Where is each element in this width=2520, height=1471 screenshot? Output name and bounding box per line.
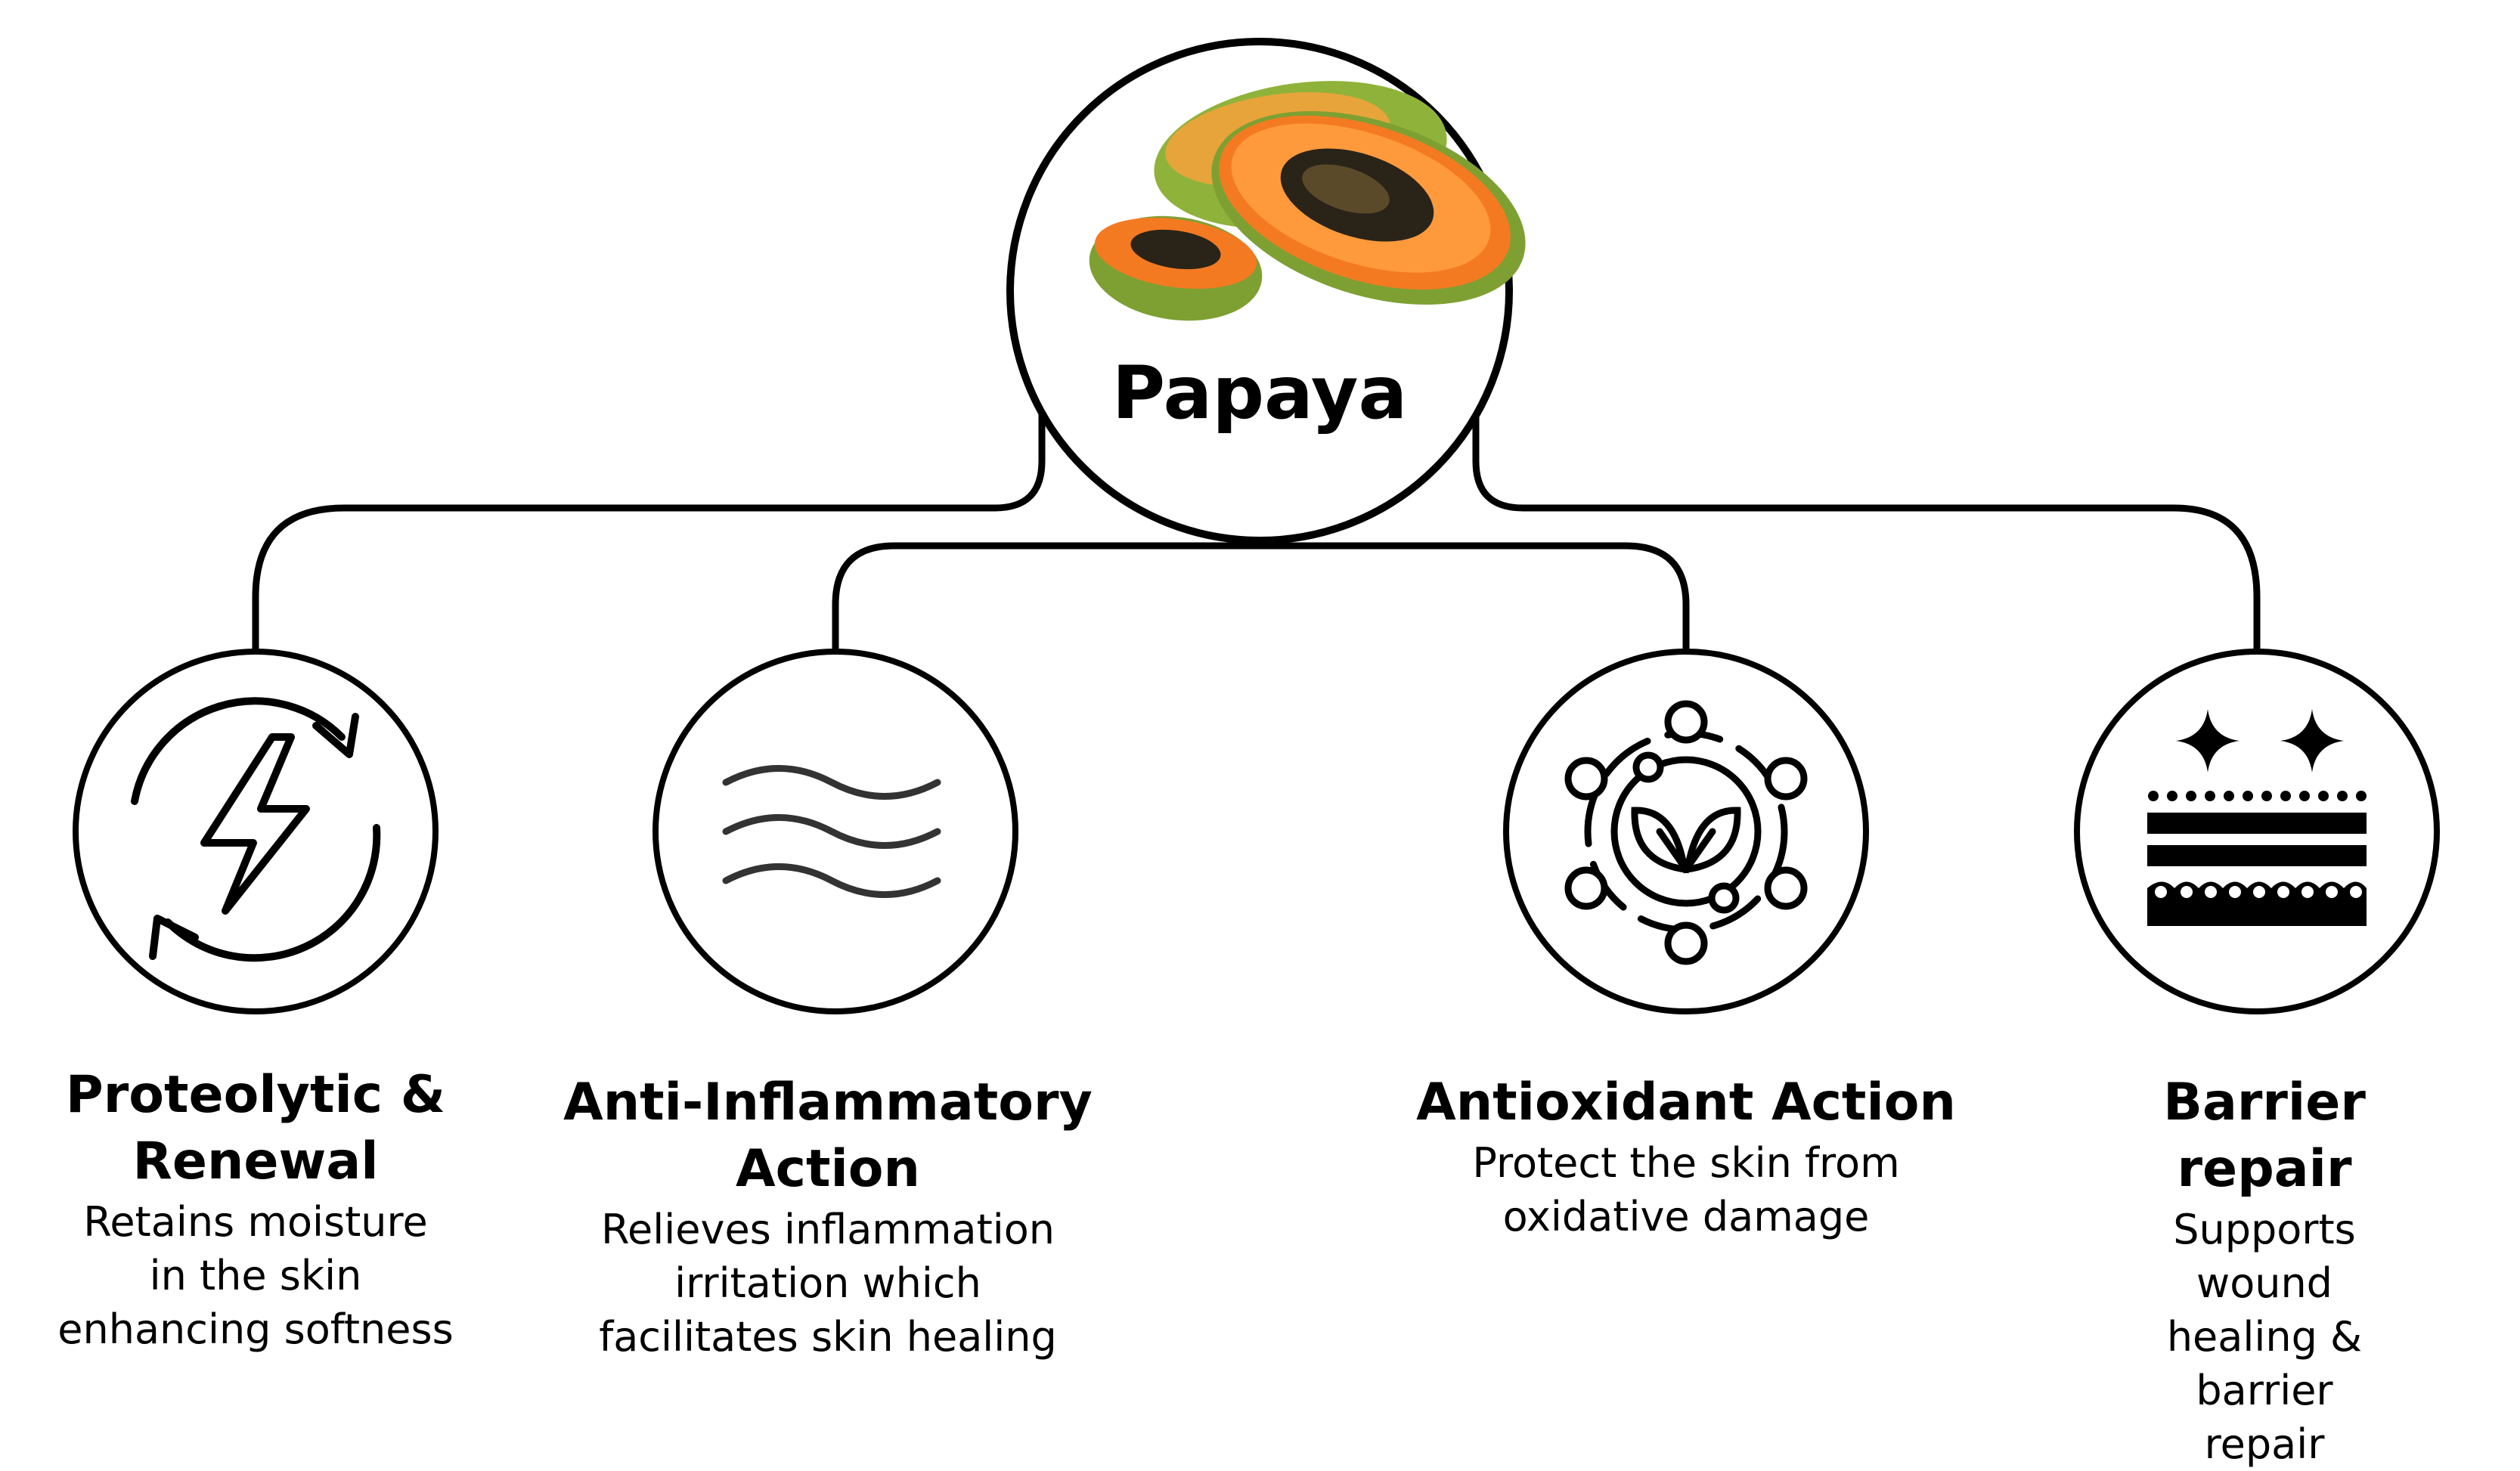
node-label-barrier: Barrier repair Supports wound healing & …: [2137, 1070, 2392, 1471]
connector-inner: [832, 542, 1690, 652]
node-label-renewal: Proteolytic & Renewal Retains moisture i…: [57, 1062, 453, 1356]
node-label-antioxidant: Antioxidant Action Protect the skin from…: [1416, 1070, 1956, 1243]
node-title: Anti-Inflammatory Action: [563, 1073, 1093, 1199]
node-label-anti-inflammatory: Anti-Inflammatory Action Relieves inflam…: [563, 1070, 1093, 1364]
node-circle-antioxidant: [1503, 649, 1869, 1014]
node-title: Antioxidant Action: [1416, 1073, 1956, 1132]
antioxidant-leaf-icon: [1564, 700, 1808, 965]
node-description: Supports wound healing & barrier repair: [2166, 1206, 2363, 1468]
renewal-lightning-icon: [131, 697, 381, 962]
connector-right-outer: [1472, 410, 2261, 652]
papaya-benefits-diagram: [73, 38, 2440, 1014]
papaya-image: [1089, 81, 1526, 321]
node-description: Relieves inflammation irritation which f…: [599, 1206, 1057, 1361]
node-description: Protect the skin from oxidative damage: [1472, 1139, 1900, 1240]
node-description: Retains moisture in the skin enhancing s…: [57, 1198, 454, 1353]
node-title: Proteolytic & Renewal: [65, 1065, 446, 1191]
skin-barrier-icon: [2147, 709, 2367, 926]
connector-left-outer: [252, 410, 1046, 652]
center-title: Papaya: [1111, 351, 1408, 435]
node-title: Barrier repair: [2163, 1073, 2366, 1199]
connectors: [252, 410, 2261, 652]
center-node: [1006, 38, 1526, 544]
waves-icon: [722, 765, 941, 898]
